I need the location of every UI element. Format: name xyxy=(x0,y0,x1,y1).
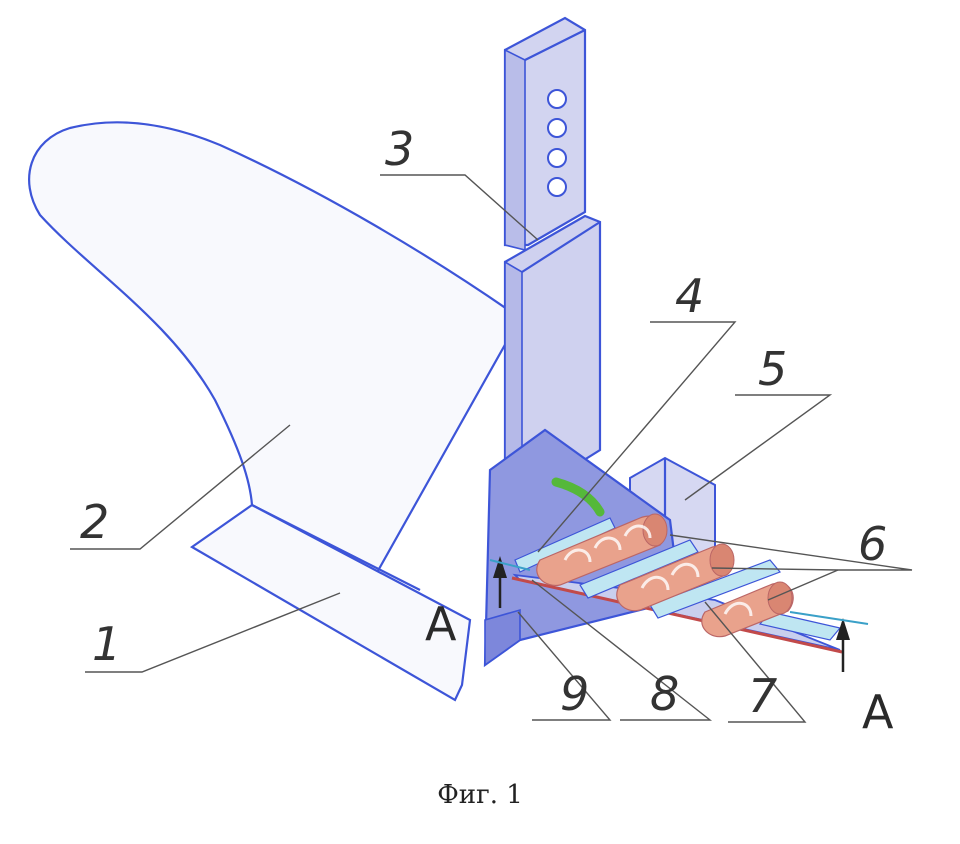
label-part-4: 4 xyxy=(675,269,704,323)
section-letter-right: A xyxy=(862,685,894,739)
shafts xyxy=(514,517,842,641)
label-part-5: 5 xyxy=(758,342,787,396)
figure-caption: Фиг. 1 xyxy=(437,780,523,810)
green-tube xyxy=(551,477,605,517)
share xyxy=(189,503,472,702)
label-part-7: 7 xyxy=(748,669,777,723)
moldboard xyxy=(28,121,522,587)
hole-3 xyxy=(547,148,567,168)
hole-4 xyxy=(547,177,567,197)
hole-1 xyxy=(547,89,567,109)
label-part-6: 6 xyxy=(858,517,887,571)
label-part-2: 2 xyxy=(80,495,109,549)
label-part-9: 9 xyxy=(560,667,589,721)
label-part-1: 1 xyxy=(92,617,121,671)
section-letter-left: A xyxy=(425,597,457,651)
label-part-8: 8 xyxy=(650,667,679,721)
stand-holes xyxy=(547,89,567,197)
hole-2 xyxy=(547,118,567,138)
rollers xyxy=(536,513,794,638)
roller-3 xyxy=(701,581,794,638)
plate-edge xyxy=(511,576,843,654)
section-arrow-right xyxy=(789,611,869,672)
label-part-3: 3 xyxy=(385,122,414,176)
section-arrow-left xyxy=(489,556,531,608)
leader-lines xyxy=(70,174,913,723)
side-plate-lower xyxy=(484,608,521,667)
roller-1 xyxy=(536,513,668,587)
